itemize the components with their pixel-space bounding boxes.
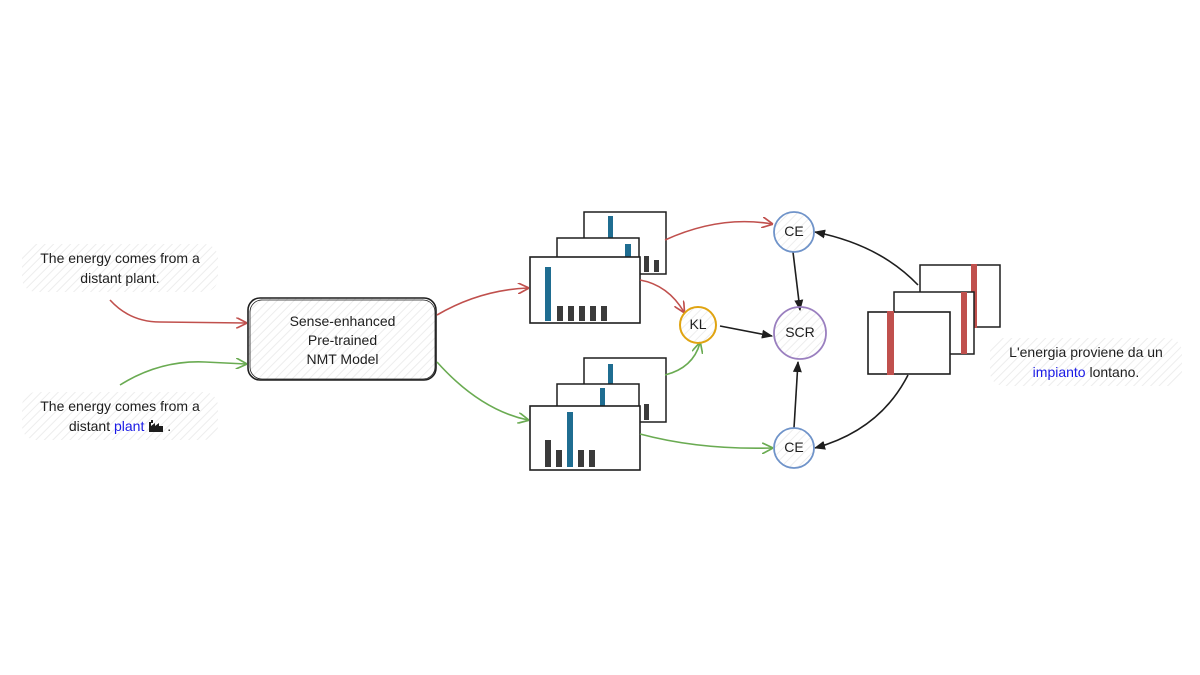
target-line1: L'energia proviene da un: [1009, 344, 1163, 360]
red-dist-to-ce-top-arrow: [664, 222, 772, 241]
ce-bottom-label: CE: [784, 439, 804, 455]
model-to-green-dist-arrow: [436, 361, 528, 420]
model-line2: Pre-trained: [307, 332, 378, 348]
target-to-ce-bottom-arrow: [813, 374, 909, 450]
red-distribution-stack: [529, 211, 667, 324]
source-tagged-prefix: distant: [68, 418, 114, 434]
target-line2: impianto lontano.: [988, 362, 1184, 382]
factory-icon: [149, 417, 164, 432]
source-tagged-line2: distant plant .: [22, 416, 218, 436]
model-to-red-dist-arrow: [436, 288, 528, 316]
target-highlight: impianto: [1032, 364, 1086, 380]
source-tagged-suffix: .: [163, 418, 172, 434]
green-input-arrow: [119, 362, 246, 386]
green-dist-to-kl-arrow: [664, 343, 700, 376]
source-tagged-highlight: plant: [114, 418, 145, 434]
model-label: Sense-enhanced Pre-trained NMT Model: [250, 312, 435, 369]
red-dist-to-kl-arrow: [639, 279, 684, 312]
scr-label: SCR: [785, 324, 815, 340]
kl-node: [679, 306, 717, 344]
source-plain-bg: [22, 244, 218, 292]
model-line3: NMT Model: [306, 351, 379, 367]
target-to-ce-top-arrow: [813, 229, 919, 286]
green-dist-to-ce-bottom-arrow: [639, 433, 772, 448]
ce-top-node: [773, 211, 815, 253]
ce-top-label: CE: [784, 223, 804, 239]
source-plain-line1: The energy comes from a: [40, 250, 200, 266]
red-input-arrow: [109, 299, 246, 323]
ce-bottom-to-scr-arrow: [792, 360, 802, 429]
target-bg: [990, 338, 1182, 386]
model-box: [247, 297, 437, 381]
target-onehot-stack: [867, 264, 1001, 375]
source-plain-line2: distant plant.: [80, 270, 160, 286]
target-text: L'energia proviene da un impianto lontan…: [988, 342, 1184, 382]
source-tagged-line1: The energy comes from a: [40, 398, 200, 414]
green-distribution-stack: [529, 357, 667, 471]
source-tagged-bg: [22, 392, 218, 440]
kl-label: KL: [689, 316, 707, 332]
scr-node: [773, 306, 827, 360]
source-tagged-text: The energy comes from a distant plant .: [22, 396, 218, 436]
source-plain-text: The energy comes from a distant plant.: [22, 248, 218, 288]
ce-top-to-scr-arrow: [792, 251, 804, 312]
ce-bottom-node: [773, 427, 815, 469]
model-line1: Sense-enhanced: [289, 313, 396, 329]
target-suffix: lontano.: [1085, 364, 1140, 380]
kl-to-scr-arrow: [719, 325, 774, 339]
